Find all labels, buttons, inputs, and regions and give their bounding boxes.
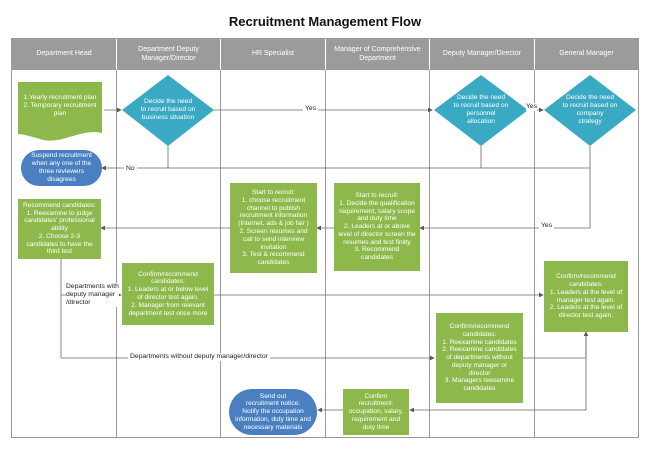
- comprehensive-confirm-box: Confirm recruitment: occupation, salary,…: [343, 389, 409, 435]
- deputy-manager-confirm-box: Confirm/recommend candidates: 1. Reexami…: [436, 313, 523, 403]
- lane-divider: [534, 70, 535, 437]
- connector: [409, 332, 587, 413]
- deputy-confirm-box: Confirm/recommend candidates: 1. Leaders…: [122, 263, 214, 325]
- label-yes-personnel: Yes: [526, 103, 538, 112]
- swimlane-frame: Department Head Department Deputy Manage…: [11, 38, 639, 438]
- general-manager-confirm-box: Confirm/recommend candidates: 1. Leaders…: [544, 261, 628, 332]
- label-without-deputy: Departments without deputy manager/direc…: [128, 353, 270, 362]
- lane-divider: [116, 70, 117, 437]
- terminal-send-notice: [229, 389, 317, 435]
- label-yes-business: Yes: [303, 105, 319, 114]
- lane-divider: [429, 70, 430, 437]
- lane-header-department-head: Department Head: [12, 39, 117, 70]
- terminal-suspend: [21, 150, 102, 186]
- lane-divider: [220, 70, 221, 437]
- page-title: Recruitment Management Flow: [228, 14, 422, 29]
- connector: [168, 146, 482, 169]
- plan-document: 1.Yearly recruitment plan 2. Temporary r…: [23, 94, 97, 117]
- recommend-candidates-box: Recommend candidates: 1. Reexamine to ju…: [18, 199, 101, 259]
- label-with-deputy: Departments with deputy manager /directo…: [66, 283, 119, 308]
- decision-diamond-personnel: [434, 75, 528, 146]
- lane-header-hr-specialist: HR Specialist: [221, 39, 326, 70]
- connector: [523, 331, 589, 359]
- decision-diamond-business: [122, 75, 214, 146]
- lane-divider: [325, 70, 326, 437]
- document-shape-plan: [18, 82, 102, 141]
- decision-personnel-allocation: Decide the need to recruit based on pers…: [453, 94, 509, 125]
- hr-start-recruit-box: Start to recruit: 1. choose recruitment …: [230, 183, 317, 273]
- connector: [419, 168, 591, 231]
- lane-header-comprehensive-manager: Manager of Comprehensive Department: [326, 39, 430, 70]
- decision-diamond-strategy: [544, 75, 636, 146]
- lane-header-deputy-manager: Deputy Manager/Director: [430, 39, 535, 70]
- send-notice-terminal: Send out recruitment notice: Notify the …: [235, 392, 311, 431]
- connector: [481, 146, 591, 169]
- label-yes-strategy: Yes: [539, 222, 555, 231]
- label-no: No: [124, 165, 137, 174]
- decision-business-situation: Decide the need to recruit based on busi…: [140, 98, 196, 121]
- suspend-recruitment-terminal: Suspend recruitment when any one of the …: [31, 152, 92, 183]
- comprehensive-start-recruit-box: Start to recruit: 1. Decide the qualific…: [334, 183, 420, 271]
- decision-company-strategy: Decide the need to recruit based on comp…: [562, 94, 618, 125]
- lane-header-general-manager: General Manager: [535, 39, 638, 70]
- lane-header-department-deputy: Department Deputy Manager/Director: [117, 39, 221, 70]
